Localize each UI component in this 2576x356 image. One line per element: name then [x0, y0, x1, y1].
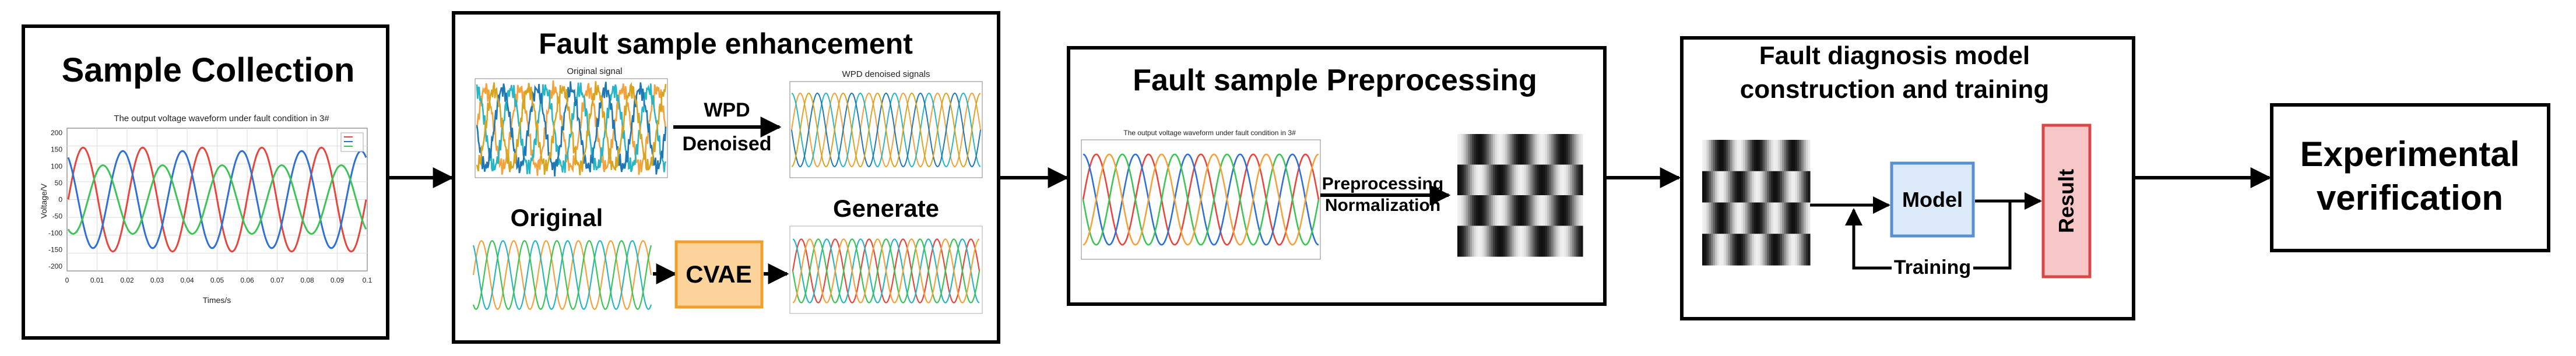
sample-collection-plot: The output voltage waveform under fault … — [39, 114, 372, 305]
x-tick-label: 0.01 — [90, 276, 104, 284]
cvae-label: CVAE — [686, 260, 752, 288]
x-tick-label: 0.09 — [331, 276, 345, 284]
waveform-trace — [791, 92, 981, 168]
waveform-trace — [67, 150, 367, 249]
stage4-title-line2: construction and training — [1740, 75, 2049, 104]
waveform-trace — [67, 146, 367, 253]
waveform-trace — [67, 164, 367, 235]
generate-label: Generate — [833, 195, 939, 222]
x-tick-label: 0.04 — [180, 276, 194, 284]
y-tick-label: 50 — [55, 179, 63, 187]
result-label: Result — [2054, 169, 2078, 233]
stage5-title-line2: verification — [2317, 178, 2503, 217]
x-tick-label: 0.05 — [210, 276, 224, 284]
stage2-title: Fault sample enhancement — [539, 27, 913, 60]
y-tick-label: -50 — [52, 212, 63, 220]
y-axis-label: Voltage/V — [39, 183, 48, 218]
y-tick-label: -150 — [48, 245, 62, 253]
wpd-label-line1: WPD — [704, 99, 750, 121]
original-signal-title: Original signal — [567, 66, 622, 76]
stage1-title: Sample Collection — [62, 51, 355, 89]
waveform-trace — [1083, 153, 1319, 246]
stage-fault-sample-preprocessing: Fault sample Preprocessing The output vo… — [1067, 46, 1607, 306]
plot-legend — [340, 132, 364, 152]
y-tick-label: 100 — [51, 162, 62, 170]
x-tick-label: 0.07 — [270, 276, 284, 284]
result-box — [2041, 124, 2092, 279]
model-label: Model — [1902, 188, 1963, 212]
waveform-trace — [476, 81, 667, 175]
model-box — [1890, 161, 1975, 238]
waveform-trace — [792, 238, 980, 304]
stage-sample-collection: Sample Collection The output voltage wav… — [22, 24, 389, 340]
waveform-trace — [792, 238, 981, 304]
training-label: Training — [1894, 256, 1971, 279]
waveform-trace — [1082, 153, 1320, 246]
wpd-label-line2: Denoised — [682, 133, 771, 155]
x-tick-label: 0.02 — [120, 276, 134, 284]
waveform-trace — [1082, 153, 1320, 246]
waveform-trace — [476, 81, 667, 177]
waveform-trace — [791, 92, 981, 168]
stage-model-construction-training: Fault diagnosis model construction and t… — [1680, 36, 2135, 320]
stage3-title: Fault sample Preprocessing — [1133, 64, 1537, 97]
stage5-box — [2270, 103, 2550, 252]
input-image — [1702, 140, 1811, 266]
stage-fault-sample-enhancement: Fault sample enhancement Original signal… — [452, 11, 1000, 344]
y-tick-label: 150 — [51, 146, 62, 154]
normalization-label: Normalization — [1325, 196, 1440, 215]
cvae-box — [674, 240, 764, 309]
normalized-image — [1457, 134, 1583, 257]
y-tick-label: 200 — [51, 129, 62, 137]
waveform-trace — [791, 92, 981, 168]
waveform-trace — [476, 82, 667, 175]
wpd-denoised-title: WPD denoised signals — [842, 69, 930, 79]
stage5-title-line1: Experimental — [2300, 135, 2520, 174]
plot-title: The output voltage waveform under fault … — [114, 114, 329, 124]
waveform-trace — [472, 239, 652, 311]
waveform-trace — [792, 238, 981, 304]
x-tick-label: 0.06 — [240, 276, 254, 284]
stage-experimental-verification: Experimental verification — [2270, 103, 2550, 252]
original-samples-plot — [472, 239, 652, 311]
x-axis-label: Times/s — [203, 295, 231, 305]
y-tick-label: -100 — [48, 229, 62, 237]
x-tick-label: 0 — [65, 276, 69, 284]
preprocessing-label: Preprocessing — [1322, 174, 1443, 193]
stage4-title-line1: Fault diagnosis model — [1759, 41, 2030, 70]
original-label: Original — [511, 204, 603, 231]
y-tick-label: -200 — [48, 262, 62, 270]
stage3-plot-title: The output voltage waveform under fault … — [1123, 129, 1296, 137]
x-tick-label: 0.08 — [300, 276, 314, 284]
x-tick-label: 0.1 — [363, 276, 372, 284]
x-tick-label: 0.03 — [150, 276, 164, 284]
y-tick-label: 0 — [58, 196, 62, 204]
